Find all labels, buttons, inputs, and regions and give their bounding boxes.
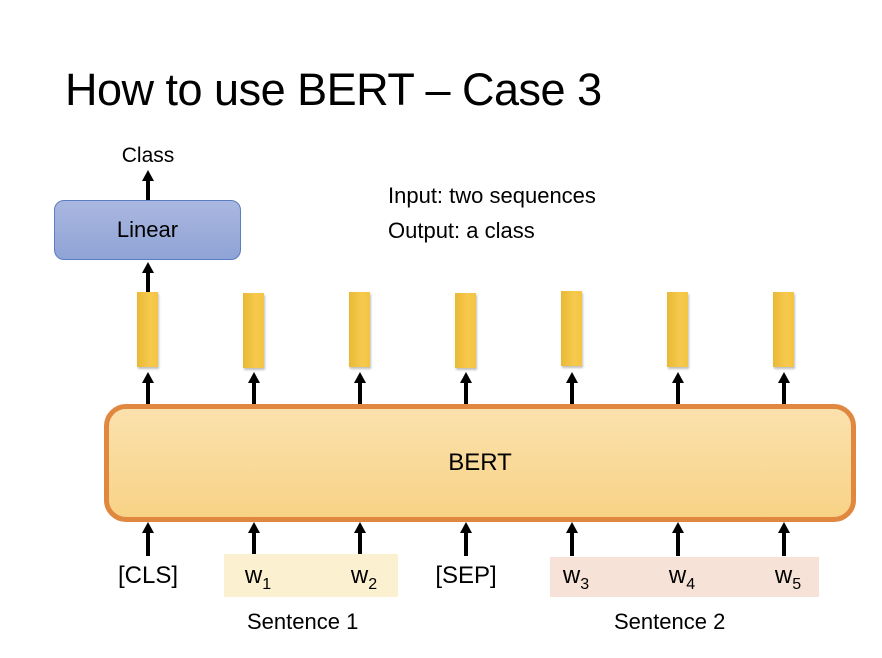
- arrow-head: [778, 372, 790, 383]
- arrow-token-to-bert: [566, 522, 578, 556]
- arrow-head: [566, 372, 578, 383]
- arrow-bert-to-vector: [460, 372, 472, 404]
- sentence-1-label: Sentence 1: [247, 609, 359, 634]
- arrow-shaft: [570, 528, 574, 556]
- arrow-shaft: [252, 528, 256, 556]
- arrow-bert-to-vector: [778, 372, 790, 404]
- token-text: w: [562, 562, 581, 589]
- arrow-linear-to-class: [142, 170, 154, 200]
- output-vector: [243, 293, 264, 368]
- token-subscript: 1: [262, 576, 272, 593]
- arrow-head: [142, 262, 154, 273]
- arrow-head: [566, 522, 578, 533]
- arrow-shaft: [570, 378, 574, 404]
- input-token: w4: [637, 561, 727, 593]
- arrow-token-to-bert: [142, 522, 154, 556]
- arrow-shaft: [358, 528, 362, 556]
- token-text: w: [774, 562, 793, 589]
- arrow-head: [354, 372, 366, 383]
- arrow-bert-to-vector: [566, 372, 578, 404]
- token-text: w: [668, 562, 687, 589]
- token-text: w: [350, 562, 369, 589]
- arrow-token-to-bert: [354, 522, 366, 556]
- token-subscript: 3: [580, 576, 590, 593]
- arrow-cls-vector-to-linear: [142, 262, 154, 292]
- arrow-shaft: [358, 378, 362, 404]
- input-token: [CLS]: [103, 561, 193, 591]
- token-subscript: 4: [686, 576, 696, 593]
- arrow-token-to-bert: [248, 522, 260, 556]
- sentence-1-highlight: [224, 554, 398, 597]
- output-vector: [773, 292, 794, 367]
- arrow-shaft: [676, 528, 680, 556]
- arrow-head: [672, 372, 684, 383]
- arrow-head: [248, 522, 260, 533]
- arrow-shaft: [464, 378, 468, 404]
- arrow-head: [142, 372, 154, 383]
- output-vector: [455, 293, 476, 368]
- arrow-head: [460, 372, 472, 383]
- arrow-shaft: [676, 378, 680, 404]
- arrow-head: [460, 522, 472, 533]
- arrow-shaft: [782, 378, 786, 404]
- sentence-2-highlight: [550, 557, 819, 597]
- arrow-bert-to-vector: [672, 372, 684, 404]
- bert-model-label: BERT: [448, 449, 512, 476]
- sentence-2-label: Sentence 2: [614, 609, 726, 634]
- arrow-head: [778, 522, 790, 533]
- output-vector: [137, 292, 158, 367]
- arrow-head: [248, 372, 260, 383]
- input-token: w1: [213, 561, 303, 593]
- output-description: Output: a class: [388, 218, 535, 243]
- linear-layer-box: Linear: [54, 200, 241, 260]
- token-subscript: 5: [792, 576, 802, 593]
- arrow-shaft: [146, 268, 150, 292]
- arrow-head: [354, 522, 366, 533]
- bert-model-box: BERT: [104, 404, 856, 522]
- arrow-shaft: [252, 378, 256, 404]
- arrow-shaft: [146, 378, 150, 404]
- arrow-shaft: [146, 176, 150, 200]
- token-text: [CLS]: [117, 562, 179, 589]
- output-vector: [561, 291, 582, 366]
- arrow-shaft: [464, 528, 468, 556]
- input-token: w5: [743, 561, 833, 593]
- token-text: [SEP]: [435, 562, 497, 589]
- linear-layer-label: Linear: [116, 217, 179, 242]
- token-text: w: [244, 562, 263, 589]
- input-description: Input: two sequences: [388, 183, 596, 208]
- arrow-head: [142, 170, 154, 181]
- arrow-head: [672, 522, 684, 533]
- arrow-shaft: [782, 528, 786, 556]
- arrow-head: [142, 522, 154, 533]
- arrow-bert-to-vector: [142, 372, 154, 404]
- output-vector: [349, 292, 370, 367]
- input-token: w3: [531, 561, 621, 593]
- slide-title: How to use BERT – Case 3: [65, 64, 602, 115]
- arrow-shaft: [146, 528, 150, 556]
- arrow-bert-to-vector: [354, 372, 366, 404]
- input-token: [SEP]: [421, 561, 511, 591]
- input-token: w2: [319, 561, 409, 593]
- output-vector: [667, 292, 688, 367]
- arrow-bert-to-vector: [248, 372, 260, 404]
- arrow-token-to-bert: [460, 522, 472, 556]
- arrow-token-to-bert: [672, 522, 684, 556]
- token-subscript: 2: [368, 576, 378, 593]
- arrow-token-to-bert: [778, 522, 790, 556]
- class-output-label: Class: [121, 144, 175, 167]
